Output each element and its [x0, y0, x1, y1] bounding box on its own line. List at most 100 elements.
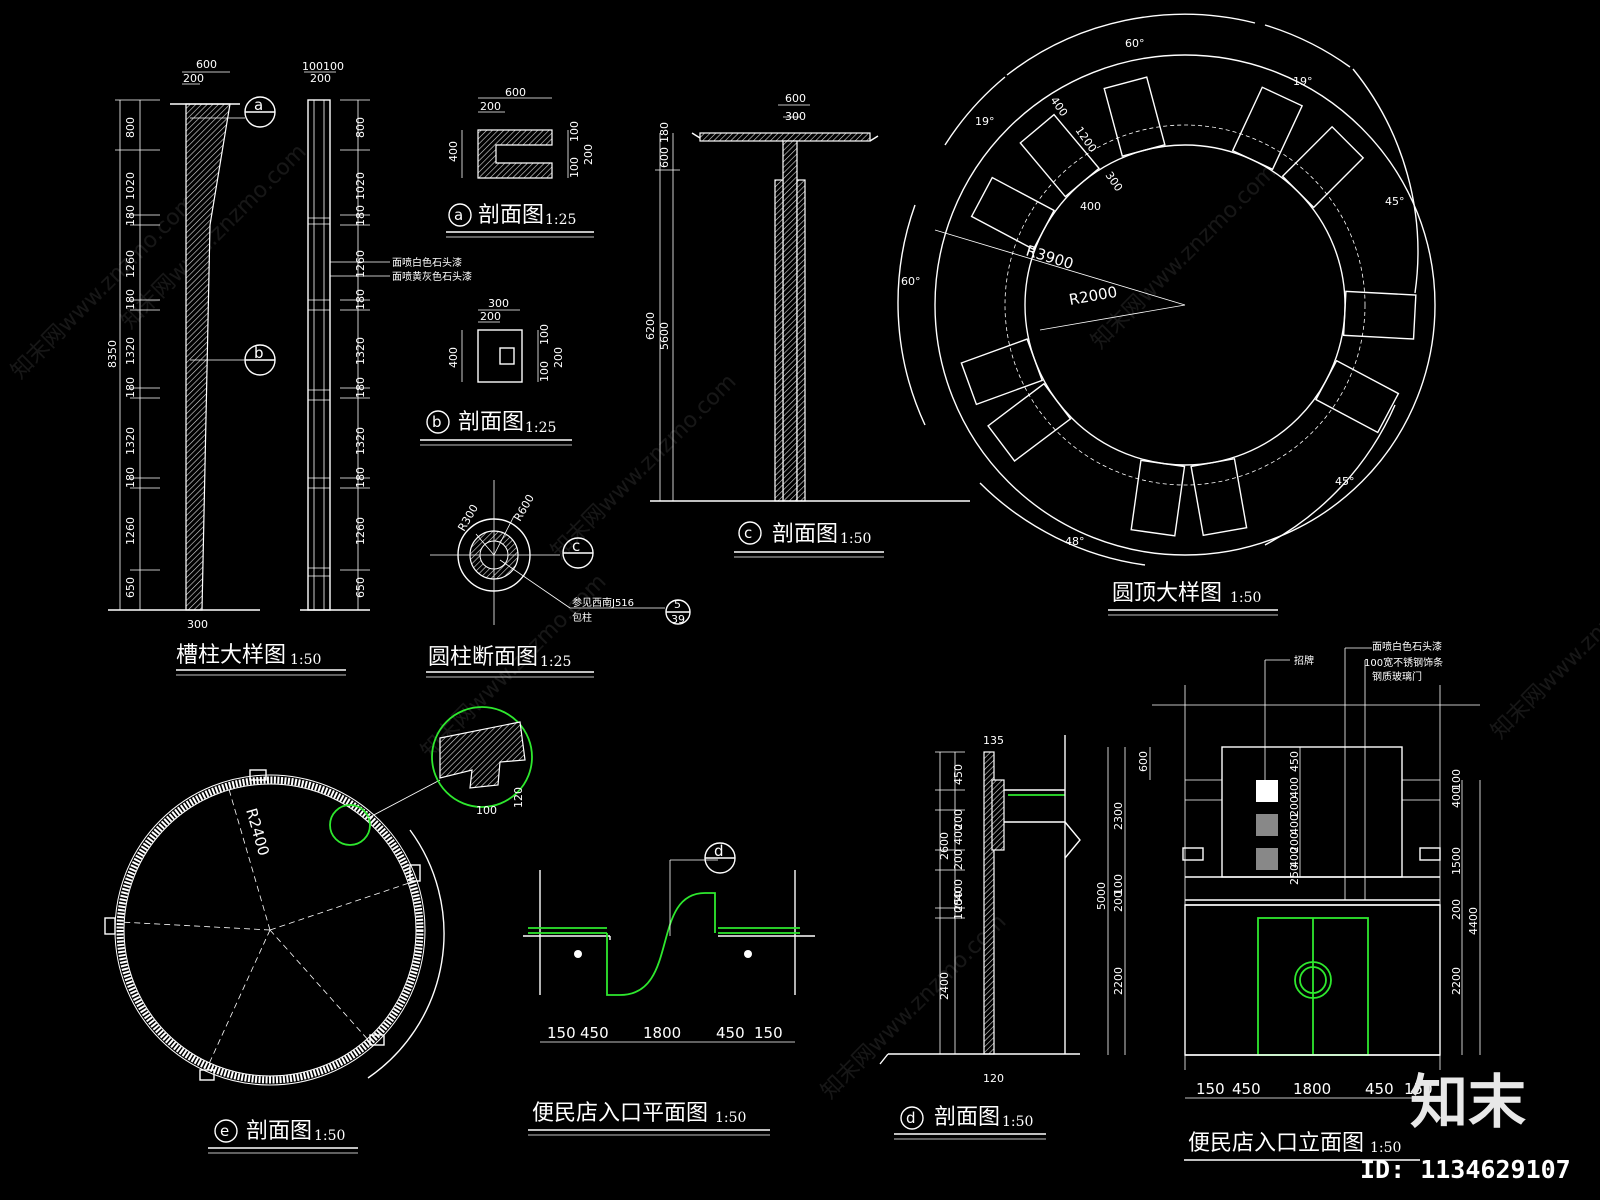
svg-text:钢质玻璃门: 钢质玻璃门	[1372, 670, 1422, 683]
svg-text:600: 600	[1137, 751, 1150, 772]
svg-text:650: 650	[354, 577, 367, 598]
svg-text:150: 150	[547, 1024, 576, 1042]
svg-text:面喷白色石头漆: 面喷白色石头漆	[1372, 640, 1442, 653]
svg-text:300: 300	[1103, 169, 1126, 194]
round-column-section: R300 R600 c 参见西南J516 包柱 5 39 圆柱断面图 1:25	[426, 480, 691, 678]
svg-text:1020: 1020	[354, 172, 367, 200]
svg-text:2400: 2400	[938, 972, 951, 1000]
svg-text:1:25: 1:25	[525, 420, 556, 436]
svg-text:便民店入口立面图: 便民店入口立面图	[1188, 1131, 1364, 1156]
svg-text:450: 450	[1288, 751, 1301, 772]
svg-text:1:50: 1:50	[1230, 590, 1261, 606]
svg-text:圆柱断面图: 圆柱断面图	[428, 645, 538, 670]
svg-text:1320: 1320	[124, 427, 137, 455]
svg-text:135: 135	[983, 734, 1004, 747]
svg-text:1:50: 1:50	[1002, 1114, 1033, 1130]
svg-text:400: 400	[952, 879, 965, 900]
svg-text:4400: 4400	[1467, 907, 1480, 935]
svg-text:2300: 2300	[1112, 802, 1125, 830]
svg-text:400: 400	[952, 824, 965, 845]
section-e-magnifier: 100 120	[329, 706, 533, 846]
svg-text:5600: 5600	[658, 322, 671, 350]
svg-text:1:50: 1:50	[290, 652, 321, 668]
svg-text:300: 300	[785, 110, 806, 123]
svg-text:600: 600	[658, 147, 671, 168]
svg-text:a: a	[454, 206, 463, 224]
svg-text:2600: 2600	[938, 832, 951, 860]
svg-text:200: 200	[1288, 832, 1301, 853]
svg-text:100: 100	[568, 121, 581, 142]
svg-text:400: 400	[1450, 787, 1463, 808]
svg-text:R2000: R2000	[1068, 283, 1119, 309]
svg-text:100: 100	[538, 361, 551, 382]
svg-text:面喷白色石头漆: 面喷白色石头漆	[392, 256, 462, 269]
svg-text:1200: 1200	[1073, 124, 1100, 154]
svg-text:R600: R600	[511, 492, 537, 523]
svg-text:b: b	[254, 344, 264, 362]
svg-text:1:50: 1:50	[1370, 1140, 1401, 1156]
svg-text:100: 100	[476, 804, 497, 817]
svg-text:450: 450	[716, 1024, 745, 1042]
id-label: ID: 1134629107	[1360, 1155, 1571, 1184]
dome-title: 圆顶大样图 1:50	[1108, 581, 1278, 616]
section-c-detail: 600 300 600 180 6200 5600 c 剖面图 1:50	[644, 92, 970, 558]
svg-text:c: c	[572, 537, 580, 555]
svg-text:400: 400	[1080, 200, 1101, 213]
section-b-detail: 300 200 400 100 200 100 b 剖面图 1:25	[420, 297, 572, 446]
svg-text:150: 150	[1404, 1080, 1433, 1098]
svg-text:120: 120	[512, 787, 525, 808]
svg-text:200: 200	[183, 72, 204, 85]
svg-text:便民店入口平面图: 便民店入口平面图	[532, 1101, 708, 1126]
svg-text:参见西南J516: 参见西南J516	[572, 596, 634, 609]
groove-column-detail: 800 1020 180 1260 180 1320 180 1320 180 …	[106, 58, 472, 676]
svg-text:剖面图: 剖面图	[246, 1119, 312, 1144]
svg-text:剖面图: 剖面图	[772, 522, 838, 547]
brand-logo: 知末	[1410, 1068, 1526, 1136]
svg-text:300: 300	[488, 297, 509, 310]
svg-text:48°: 48°	[1065, 535, 1085, 548]
svg-text:1800: 1800	[643, 1024, 681, 1042]
svg-text:120: 120	[983, 1072, 1004, 1085]
svg-text:知末: 知末	[1410, 1068, 1526, 1136]
svg-text:39: 39	[671, 613, 685, 626]
svg-text:1320: 1320	[354, 427, 367, 455]
section-d-detail: 450 200 400 200 400 250 100 2600 2400 13…	[879, 734, 1081, 1140]
svg-text:400: 400	[1288, 814, 1301, 835]
svg-text:100100: 100100	[302, 60, 344, 73]
svg-text:1800: 1800	[1293, 1080, 1331, 1098]
svg-text:800: 800	[354, 117, 367, 138]
svg-text:200: 200	[582, 144, 595, 165]
svg-text:1:50: 1:50	[840, 531, 871, 547]
svg-text:19°: 19°	[1293, 75, 1313, 88]
svg-text:180: 180	[124, 289, 137, 310]
svg-text:1020: 1020	[124, 172, 137, 200]
svg-text:1260: 1260	[124, 517, 137, 545]
svg-text:1320: 1320	[124, 337, 137, 365]
svg-text:100: 100	[952, 899, 965, 920]
svg-text:400: 400	[1288, 847, 1301, 868]
svg-text:450: 450	[1232, 1080, 1261, 1098]
svg-text:1:50: 1:50	[715, 1110, 746, 1126]
svg-text:b: b	[432, 413, 442, 431]
svg-text:45°: 45°	[1385, 195, 1405, 208]
svg-text:180: 180	[658, 122, 671, 143]
svg-text:5000: 5000	[1095, 882, 1108, 910]
svg-text:包柱: 包柱	[572, 611, 592, 624]
svg-text:400: 400	[1288, 777, 1301, 798]
svg-text:R300: R300	[455, 502, 481, 533]
svg-text:1260: 1260	[354, 250, 367, 278]
svg-text:1260: 1260	[124, 250, 137, 278]
svg-text:100: 100	[568, 157, 581, 178]
svg-text:200: 200	[952, 809, 965, 830]
svg-text:1:25: 1:25	[540, 654, 571, 670]
groove-column-title: 槽柱大样图	[176, 643, 286, 668]
svg-text:剖面图: 剖面图	[934, 1105, 1000, 1130]
section-e-detail: R2400	[104, 769, 445, 1086]
svg-text:d: d	[906, 1109, 916, 1127]
svg-text:450: 450	[1365, 1080, 1394, 1098]
svg-text:1500: 1500	[1450, 847, 1463, 875]
svg-text:600: 600	[196, 58, 217, 71]
svg-text:1260: 1260	[354, 517, 367, 545]
svg-text:150: 150	[754, 1024, 783, 1042]
